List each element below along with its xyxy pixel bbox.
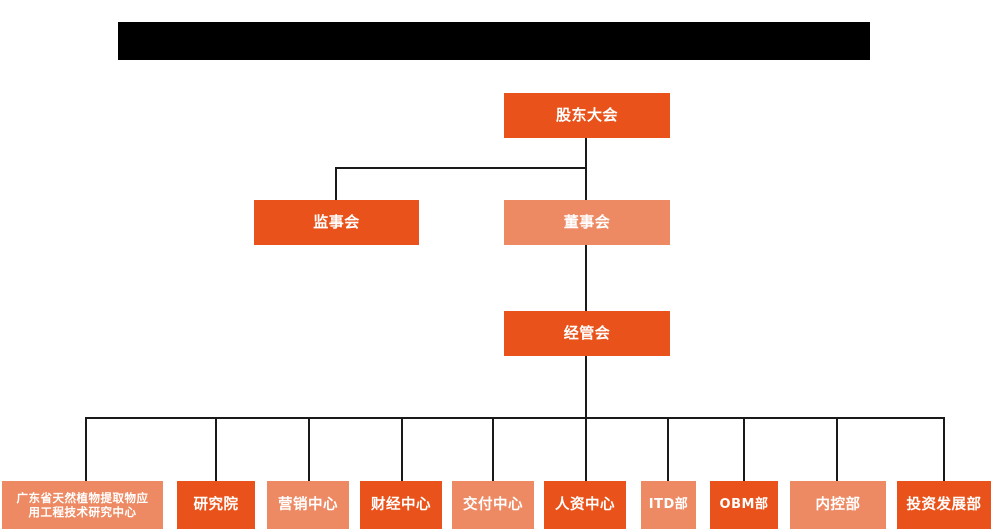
node-label: OBM部 (719, 496, 769, 512)
connector-stub-delivery-center (492, 417, 494, 481)
connector-stub-engineering-center (85, 417, 87, 481)
node-research-institute[interactable]: 研究院 (177, 481, 255, 529)
node-label: ITD部 (648, 496, 689, 512)
node-obm-department[interactable]: OBM部 (710, 481, 778, 529)
node-label: 投资发展部 (906, 496, 982, 513)
connector-supervisory-down (335, 167, 337, 200)
node-label: 研究院 (193, 496, 239, 513)
node-label: 营销中心 (278, 496, 338, 513)
node-label: 监事会 (313, 213, 360, 232)
connector-shareholders-down (585, 138, 587, 200)
connector-stub-investment-dev (943, 417, 945, 481)
node-finance-center[interactable]: 财经中心 (360, 481, 442, 529)
node-engineering-center[interactable]: 广东省天然植物提取物应 用工程技术研究中心 (2, 481, 163, 529)
node-internal-control[interactable]: 内控部 (790, 481, 886, 529)
node-label: 财经中心 (371, 496, 431, 513)
node-label: 人资中心 (555, 496, 615, 513)
node-hr-center[interactable]: 人资中心 (544, 481, 626, 529)
connector-stub-finance-center (401, 417, 403, 481)
node-shareholders-meeting[interactable]: 股东大会 (504, 93, 670, 138)
connector-stub-obm-department (743, 417, 745, 481)
connector-stub-research-institute (215, 417, 217, 481)
connector-department-bus (85, 417, 944, 419)
node-label: 广东省天然植物提取物应 用工程技术研究中心 (16, 490, 149, 519)
node-label: 经管会 (563, 324, 611, 343)
connector-directors-to-management (585, 245, 587, 311)
node-delivery-center[interactable]: 交付中心 (452, 481, 534, 529)
connector-shareholders-branch (336, 167, 587, 169)
node-label: 股东大会 (555, 106, 618, 125)
node-management-committee[interactable]: 经管会 (504, 311, 670, 356)
node-board-of-directors[interactable]: 董事会 (504, 200, 670, 245)
node-label: 董事会 (563, 213, 611, 232)
node-itd-department[interactable]: ITD部 (641, 481, 696, 529)
node-label: 内控部 (815, 496, 861, 513)
node-marketing-center[interactable]: 营销中心 (267, 481, 349, 529)
redacted-title-bar (118, 22, 870, 60)
node-investment-dev[interactable]: 投资发展部 (897, 481, 991, 529)
connector-stub-marketing-center (308, 417, 310, 481)
connector-stub-itd-department (667, 417, 669, 481)
node-supervisory-board[interactable]: 监事会 (254, 200, 419, 245)
connector-stub-hr-center (585, 417, 587, 481)
connector-management-down (585, 356, 587, 418)
connector-stub-internal-control (836, 417, 838, 481)
node-label: 交付中心 (463, 496, 523, 513)
